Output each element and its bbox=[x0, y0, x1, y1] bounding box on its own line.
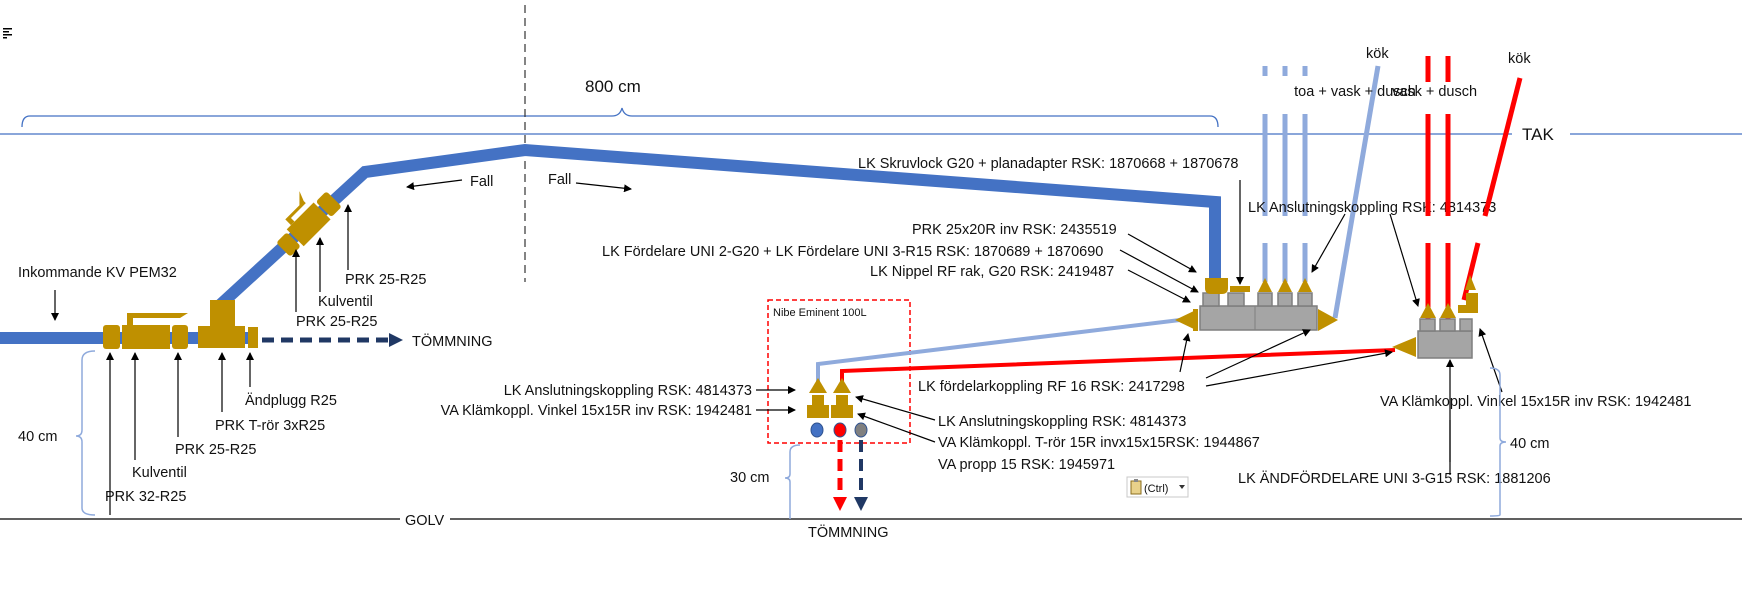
cold-manifold-label: LK Nippel RF rak, G20 RSK: 2419487 bbox=[870, 264, 1114, 280]
nibe-height-label: 30 cm bbox=[730, 470, 770, 486]
nibe-right-label: VA Klämkoppl. T-rör 15R invx15x15RSK: 19… bbox=[938, 435, 1260, 451]
annotation-arrow bbox=[857, 412, 936, 443]
hot-outlets-label: vask + dusch bbox=[1392, 84, 1477, 100]
nibe-left-label: VA Klämkoppl. Vinkel 15x15R inv RSK: 194… bbox=[441, 403, 752, 419]
annotation-arrow bbox=[1205, 329, 1311, 379]
annotation-arrow bbox=[1389, 213, 1420, 307]
connector-label: LK Anslutningskoppling RSK: 4814373 bbox=[1248, 200, 1496, 216]
text-align-icon[interactable] bbox=[3, 28, 12, 39]
annotation-arrow bbox=[1127, 233, 1197, 273]
cold-manifold-label: LK Fördelare UNI 2-G20 + LK Fördelare UN… bbox=[602, 244, 1103, 260]
annotation-arrow bbox=[1179, 333, 1191, 373]
hot-port bbox=[833, 422, 847, 438]
annotation-arrow bbox=[1205, 349, 1393, 387]
cold-outlet-pipes bbox=[1262, 65, 1381, 319]
paste-options-button[interactable]: (Ctrl) bbox=[1126, 476, 1189, 498]
width-label: 800 cm bbox=[585, 77, 641, 96]
cold-kitchen-label: kök bbox=[1366, 46, 1389, 62]
inlet-label: Inkommande KV PEM32 bbox=[18, 265, 177, 281]
nibe-right-label: LK Anslutningskoppling RSK: 4814373 bbox=[938, 414, 1186, 430]
riser-part-label: PRK 25-R25 bbox=[296, 314, 377, 330]
cold-port bbox=[810, 422, 824, 438]
annotation-arrow bbox=[1311, 213, 1346, 273]
nibe-drain-label: TÖMMNING bbox=[808, 523, 889, 541]
riser-fittings bbox=[277, 191, 341, 256]
right-height-bracket bbox=[1489, 367, 1507, 517]
left-height-bracket bbox=[75, 350, 96, 516]
nibe-heater-box bbox=[767, 299, 911, 444]
hot-kitchen-label: kök bbox=[1508, 51, 1531, 67]
cold-manifold-label: PRK 25x20R inv RSK: 2435519 bbox=[912, 222, 1117, 238]
part-label: PRK 32-R25 bbox=[105, 489, 186, 505]
cold-outlets-label: toa + vask + dusch bbox=[1294, 84, 1416, 100]
nibe-fittings bbox=[807, 378, 853, 418]
hot-end-label: LK ÄNDFÖRDELARE UNI 3-G15 RSK: 1881206 bbox=[1238, 469, 1551, 487]
right-height-label: 40 cm bbox=[1510, 436, 1550, 452]
floor-label: GOLV bbox=[405, 513, 445, 529]
part-label: Ändplugg R25 bbox=[245, 392, 337, 409]
left-height-label: 40 cm bbox=[18, 429, 58, 445]
nibe-right-label: VA propp 15 RSK: 1945971 bbox=[938, 457, 1115, 473]
nibe-left-label: LK Anslutningskoppling RSK: 4814373 bbox=[504, 383, 752, 399]
paste-options-label: (Ctrl) bbox=[1144, 483, 1168, 495]
drain-port bbox=[854, 422, 868, 438]
coupling-label: LK fördelarkoppling RF 16 RSK: 2417298 bbox=[918, 379, 1185, 395]
part-label: PRK T-rör 3xR25 bbox=[215, 418, 325, 434]
inlet-drain-label: TÖMMNING bbox=[412, 332, 493, 350]
ceiling-line: TAK bbox=[0, 125, 1742, 144]
annotation-arrow bbox=[1127, 269, 1191, 303]
cold-supply-pipe bbox=[816, 318, 1181, 385]
riser-part-label: PRK 25-R25 bbox=[345, 272, 426, 288]
inlet-fittings bbox=[103, 300, 258, 349]
nibe-height-bracket bbox=[784, 444, 801, 519]
slope-label-right: Fall bbox=[548, 172, 571, 188]
nibe-title: Nibe Eminent 100L bbox=[773, 307, 867, 319]
hot-manifold bbox=[1392, 275, 1478, 359]
annotation-arrow bbox=[406, 179, 463, 191]
riser-part-label: Kulventil bbox=[318, 294, 373, 310]
annotation-arrow bbox=[855, 395, 936, 421]
annotation-arrow bbox=[1478, 328, 1503, 393]
floor-line: GOLV bbox=[0, 511, 1742, 529]
part-label: PRK 25-R25 bbox=[175, 442, 256, 458]
clipboard-icon bbox=[1130, 479, 1142, 495]
chevron-down-icon bbox=[1179, 485, 1185, 489]
width-dimension: 800 cm bbox=[21, 77, 1219, 128]
ceiling-label: TAK bbox=[1522, 125, 1554, 144]
annotation-arrow bbox=[575, 182, 632, 193]
cold-manifold-label: LK Skruvlock G20 + planadapter RSK: 1870… bbox=[858, 156, 1239, 172]
part-label: Kulventil bbox=[132, 465, 187, 481]
annotation-arrow bbox=[1119, 249, 1199, 293]
slope-label-left: Fall bbox=[470, 174, 493, 190]
hot-elbow-label: VA Klämkoppl. Vinkel 15x15R inv RSK: 194… bbox=[1380, 394, 1691, 410]
cold-manifold bbox=[1175, 278, 1338, 331]
